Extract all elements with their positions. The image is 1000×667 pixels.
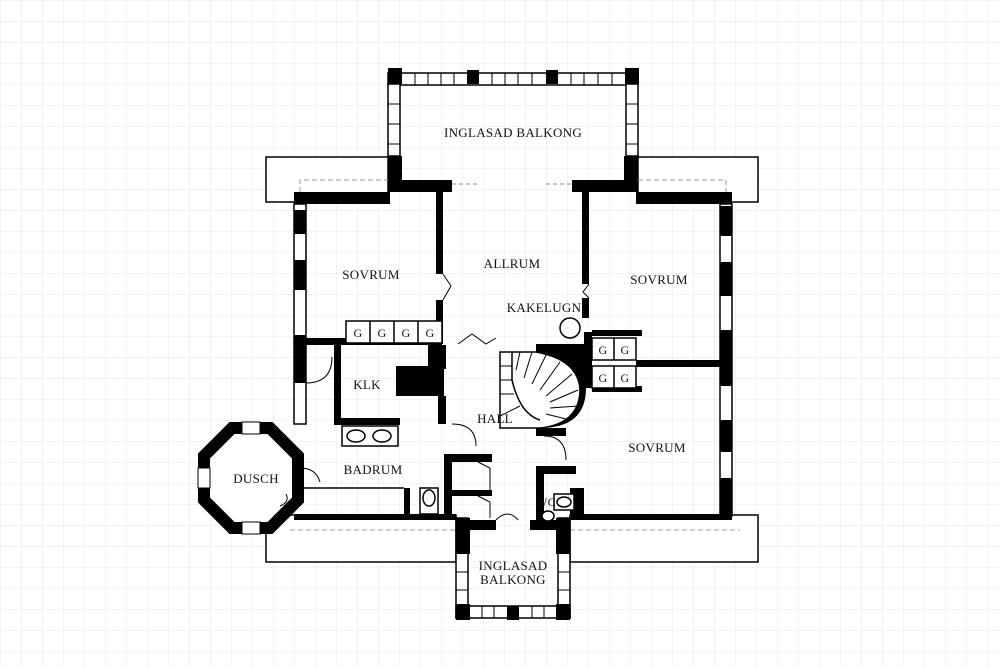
label-shower: DUSCH — [233, 471, 279, 486]
label-bathroom: BADRUM — [344, 462, 403, 477]
label-balcony-bottom-line1: INGLASAD — [479, 558, 548, 573]
label-walk-in-closet: KLK — [353, 377, 381, 392]
wardrobe-mark: G — [599, 371, 608, 385]
wardrobe-mark: G — [621, 371, 630, 385]
wardrobe-mark: G — [378, 326, 387, 340]
wardrobe-mark: G — [402, 326, 411, 340]
wardrobes-left — [345, 320, 443, 344]
label-balcony-bottom-line2: BALKONG — [480, 572, 546, 587]
shower-tower — [197, 421, 304, 535]
staircase — [499, 317, 586, 429]
wardrobe-marks: G G G G G G G G — [354, 326, 630, 385]
wardrobes-right — [591, 337, 637, 389]
label-bedroom-right-bottom: SOVRUM — [628, 440, 686, 455]
label-bedroom-right-top: SOVRUM — [630, 272, 688, 287]
wardrobe-mark: G — [426, 326, 435, 340]
label-toilet: WC — [536, 495, 556, 509]
balcony-bottom — [455, 517, 571, 620]
doors — [299, 273, 590, 521]
eaves-dashed — [290, 179, 740, 531]
label-hall: HALL — [477, 411, 513, 426]
exterior-walls — [293, 192, 733, 520]
wardrobe-mark: G — [599, 343, 608, 357]
label-balcony-top: INGLASAD BALKONG — [444, 125, 582, 140]
wardrobe-mark: G — [354, 326, 363, 340]
wardrobe-mark: G — [621, 343, 630, 357]
balcony-top — [387, 68, 639, 192]
label-living: ALLRUM — [484, 256, 541, 271]
label-bedroom-left: SOVRUM — [342, 267, 400, 282]
fixtures — [300, 425, 575, 522]
label-tile-stove: KAKELUGN — [507, 300, 582, 315]
